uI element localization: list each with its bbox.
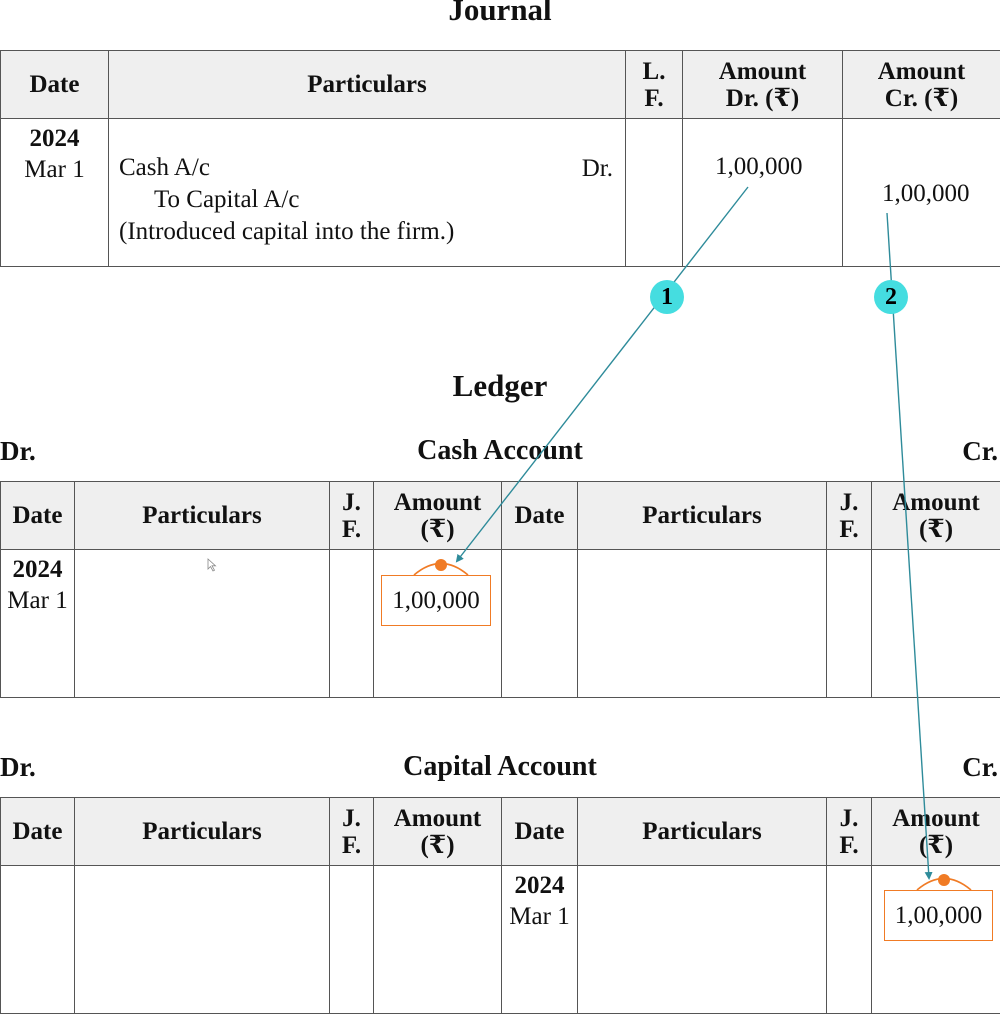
journal-lf-cell [626, 119, 683, 267]
journal-particulars-cell: Cash A/c Dr. To Capital A/c (Introduced … [109, 119, 626, 267]
cash-account-cr-label: Cr. [962, 436, 998, 467]
cash-credit-amount-cell [872, 550, 1000, 698]
cash-debit-particulars-cell [75, 550, 330, 698]
journal-amount-cr: 1,00,000 [882, 180, 970, 208]
posting-step-badge-2: 2 [874, 280, 908, 314]
capital-header-amount-cr-line1: Amount [892, 805, 980, 832]
cash-header-amount-cr: Amount (₹) [872, 482, 1000, 550]
journal-header-particulars: Particulars [109, 51, 626, 119]
cash-account-name: Cash Account [0, 435, 1000, 467]
journal-amount-dr-cell: 1,00,000 [683, 119, 843, 267]
capital-header-date-dr: Date [1, 798, 75, 866]
cash-debit-jf-cell [330, 550, 374, 698]
cash-header-amount-dr: Amount (₹) [374, 482, 502, 550]
capital-header-jf-dr-line2: F. [342, 832, 361, 859]
journal-table: Date Particulars L. F. Amount Dr. (₹) Am… [0, 50, 1000, 267]
cash-header-date-cr: Date [502, 482, 578, 550]
capital-header-date-cr: Date [502, 798, 578, 866]
capital-credit-date-cell: 2024 Mar 1 [502, 866, 578, 1014]
journal-entry-year: 2024 [1, 123, 108, 154]
posting-step-badge-1: 1 [650, 280, 684, 314]
cash-header-date-dr: Date [1, 482, 75, 550]
cash-account-debit-amount: 1,00,000 [381, 575, 491, 626]
capital-credit-particulars-cell [578, 866, 827, 1014]
capital-header-particulars-dr: Particulars [75, 798, 330, 866]
capital-debit-date-cell [1, 866, 75, 1014]
mouse-cursor-icon [207, 558, 217, 572]
capital-header-amount-cr-line2: (₹) [919, 832, 953, 859]
journal-date-cell: 2024 Mar 1 [1, 119, 109, 267]
journal-header-lf-line2: F. [644, 85, 663, 112]
journal-header-amount-dr: Amount Dr. (₹) [683, 51, 843, 119]
journal-header-amount-cr-line1: Amount [878, 58, 966, 85]
journal-credit-account: To Capital A/c [154, 186, 299, 214]
journal-title: Journal [0, 0, 1000, 28]
journal-header-amount-dr-line2: Dr. (₹) [726, 85, 799, 112]
cash-header-jf-dr: J. F. [330, 482, 374, 550]
journal-amount-cr-cell: 1,00,000 [843, 119, 1000, 267]
cash-debit-month-day: Mar 1 [1, 585, 74, 616]
capital-credit-year: 2024 [502, 870, 577, 901]
journal-header-lf-line1: L. [643, 58, 666, 85]
capital-header-jf-dr-line1: J. [342, 805, 361, 832]
journal-amount-dr: 1,00,000 [715, 153, 803, 181]
cash-debit-year: 2024 [1, 554, 74, 585]
cash-header-particulars-dr: Particulars [75, 482, 330, 550]
capital-account-cr-label: Cr. [962, 752, 998, 783]
cash-header-amount-dr-line2: (₹) [420, 516, 454, 543]
capital-account-table: Date Particulars J. F. Amount (₹) Date P… [0, 797, 1000, 1014]
capital-header-amount-dr-line1: Amount [394, 805, 482, 832]
capital-header-jf-dr: J. F. [330, 798, 374, 866]
journal-header-date: Date [1, 51, 109, 119]
journal-header-amount-dr-line1: Amount [719, 58, 807, 85]
journal-narration: (Introduced capital into the firm.) [119, 218, 454, 246]
capital-header-particulars-cr: Particulars [578, 798, 827, 866]
capital-debit-jf-cell [330, 866, 374, 1014]
cash-header-jf-dr-line2: F. [342, 516, 361, 543]
capital-debit-particulars-cell [75, 866, 330, 1014]
cash-credit-particulars-cell [578, 550, 827, 698]
cash-credit-date-cell [502, 550, 578, 698]
cash-account-table: Date Particulars J. F. Amount (₹) Date P… [0, 481, 1000, 698]
cash-header-jf-dr-line1: J. [342, 489, 361, 516]
capital-header-amount-cr: Amount (₹) [872, 798, 1000, 866]
ledger-title: Ledger [0, 368, 1000, 404]
capital-header-jf-cr-line1: J. [840, 805, 859, 832]
capital-header-jf-cr: J. F. [827, 798, 872, 866]
capital-credit-month-day: Mar 1 [502, 901, 577, 932]
journal-header-amount-cr: Amount Cr. (₹) [843, 51, 1000, 119]
capital-header-amount-dr-line2: (₹) [420, 832, 454, 859]
journal-debit-account: Cash A/c [119, 154, 210, 182]
capital-header-jf-cr-line2: F. [839, 832, 858, 859]
journal-dr-label: Dr. [582, 155, 613, 183]
capital-credit-jf-cell [827, 866, 872, 1014]
cash-header-jf-cr: J. F. [827, 482, 872, 550]
cash-header-amount-cr-line1: Amount [892, 489, 980, 516]
capital-debit-amount-cell [374, 866, 502, 1014]
capital-header-amount-dr: Amount (₹) [374, 798, 502, 866]
journal-header-amount-cr-line2: Cr. (₹) [885, 85, 958, 112]
cash-header-amount-cr-line2: (₹) [919, 516, 953, 543]
cash-credit-jf-cell [827, 550, 872, 698]
journal-header-lf: L. F. [626, 51, 683, 119]
cash-header-particulars-cr: Particulars [578, 482, 827, 550]
capital-account-credit-amount: 1,00,000 [884, 890, 993, 941]
cash-header-amount-dr-line1: Amount [394, 489, 482, 516]
cash-header-jf-cr-line2: F. [839, 516, 858, 543]
capital-account-name: Capital Account [0, 751, 1000, 783]
cash-debit-date-cell: 2024 Mar 1 [1, 550, 75, 698]
cash-header-jf-cr-line1: J. [840, 489, 859, 516]
journal-entry-month-day: Mar 1 [1, 154, 108, 185]
